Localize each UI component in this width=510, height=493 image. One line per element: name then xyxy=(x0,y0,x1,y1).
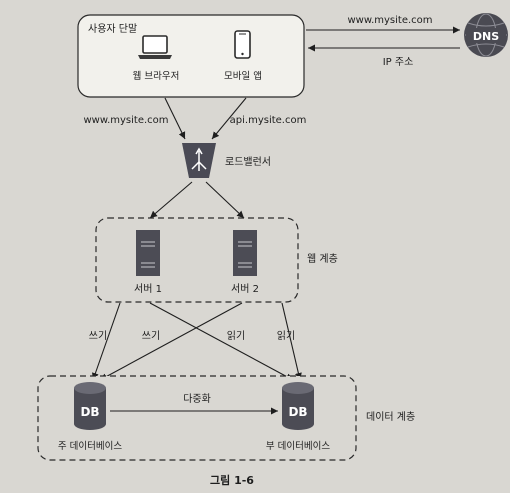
server-1-label: 서버 1 xyxy=(134,283,162,295)
lb-to-server1-arrow xyxy=(149,181,193,219)
write-label-1: 쓰기 xyxy=(89,330,107,342)
lb-to-server2-arrow xyxy=(205,181,245,219)
web-browser-label: 웹 브라우저 xyxy=(133,71,180,82)
web-traffic-label: www.mysite.com xyxy=(83,115,168,126)
write-label-2: 쓰기 xyxy=(142,330,160,342)
data-tier-box xyxy=(37,375,357,461)
read-label-1: 읽기 xyxy=(227,329,245,342)
mobile-phone-icon xyxy=(234,30,251,59)
server-1-icon xyxy=(136,230,160,276)
dns-globe-icon xyxy=(464,13,508,57)
slave-db-icon-text: DB xyxy=(288,405,307,419)
server-2-icon xyxy=(233,230,257,276)
server1-write-arrow xyxy=(92,302,121,381)
server1-read-arrow xyxy=(149,302,294,381)
mobile-app-label: 모바일 앱 xyxy=(224,70,262,82)
dns-label: DNS xyxy=(473,30,499,43)
master-db-icon-text: DB xyxy=(80,405,99,419)
load-balancer-label: 로드밸런서 xyxy=(225,156,271,168)
dns-request-label: www.mysite.com xyxy=(347,15,432,26)
master-database-label: 주 데이터베이스 xyxy=(58,441,122,452)
dns-response-label: IP 주소 xyxy=(383,56,414,68)
data-tier-label: 데이터 계층 xyxy=(366,411,415,423)
server-2-label: 서버 2 xyxy=(231,283,259,295)
master-database-icon xyxy=(74,382,106,430)
server2-write-arrow xyxy=(99,302,243,381)
web-traffic-arrow xyxy=(164,97,186,140)
replication-label: 다중화 xyxy=(183,393,211,405)
server2-read-arrow xyxy=(281,302,302,381)
client-devices-label: 사용자 단말 xyxy=(88,23,137,35)
load-balancer-icon xyxy=(182,143,216,178)
web-tier-label: 웹 계층 xyxy=(307,253,338,265)
api-traffic-label: api.mysite.com xyxy=(230,115,307,126)
read-label-2: 읽기 xyxy=(277,329,295,342)
laptop-icon xyxy=(138,35,172,59)
slave-database-icon xyxy=(282,382,314,430)
api-traffic-arrow xyxy=(211,97,247,140)
web-tier-box xyxy=(95,217,299,303)
slave-database-label: 부 데이터베이스 xyxy=(266,441,330,452)
figure-caption: 그림 1-6 xyxy=(210,474,254,487)
